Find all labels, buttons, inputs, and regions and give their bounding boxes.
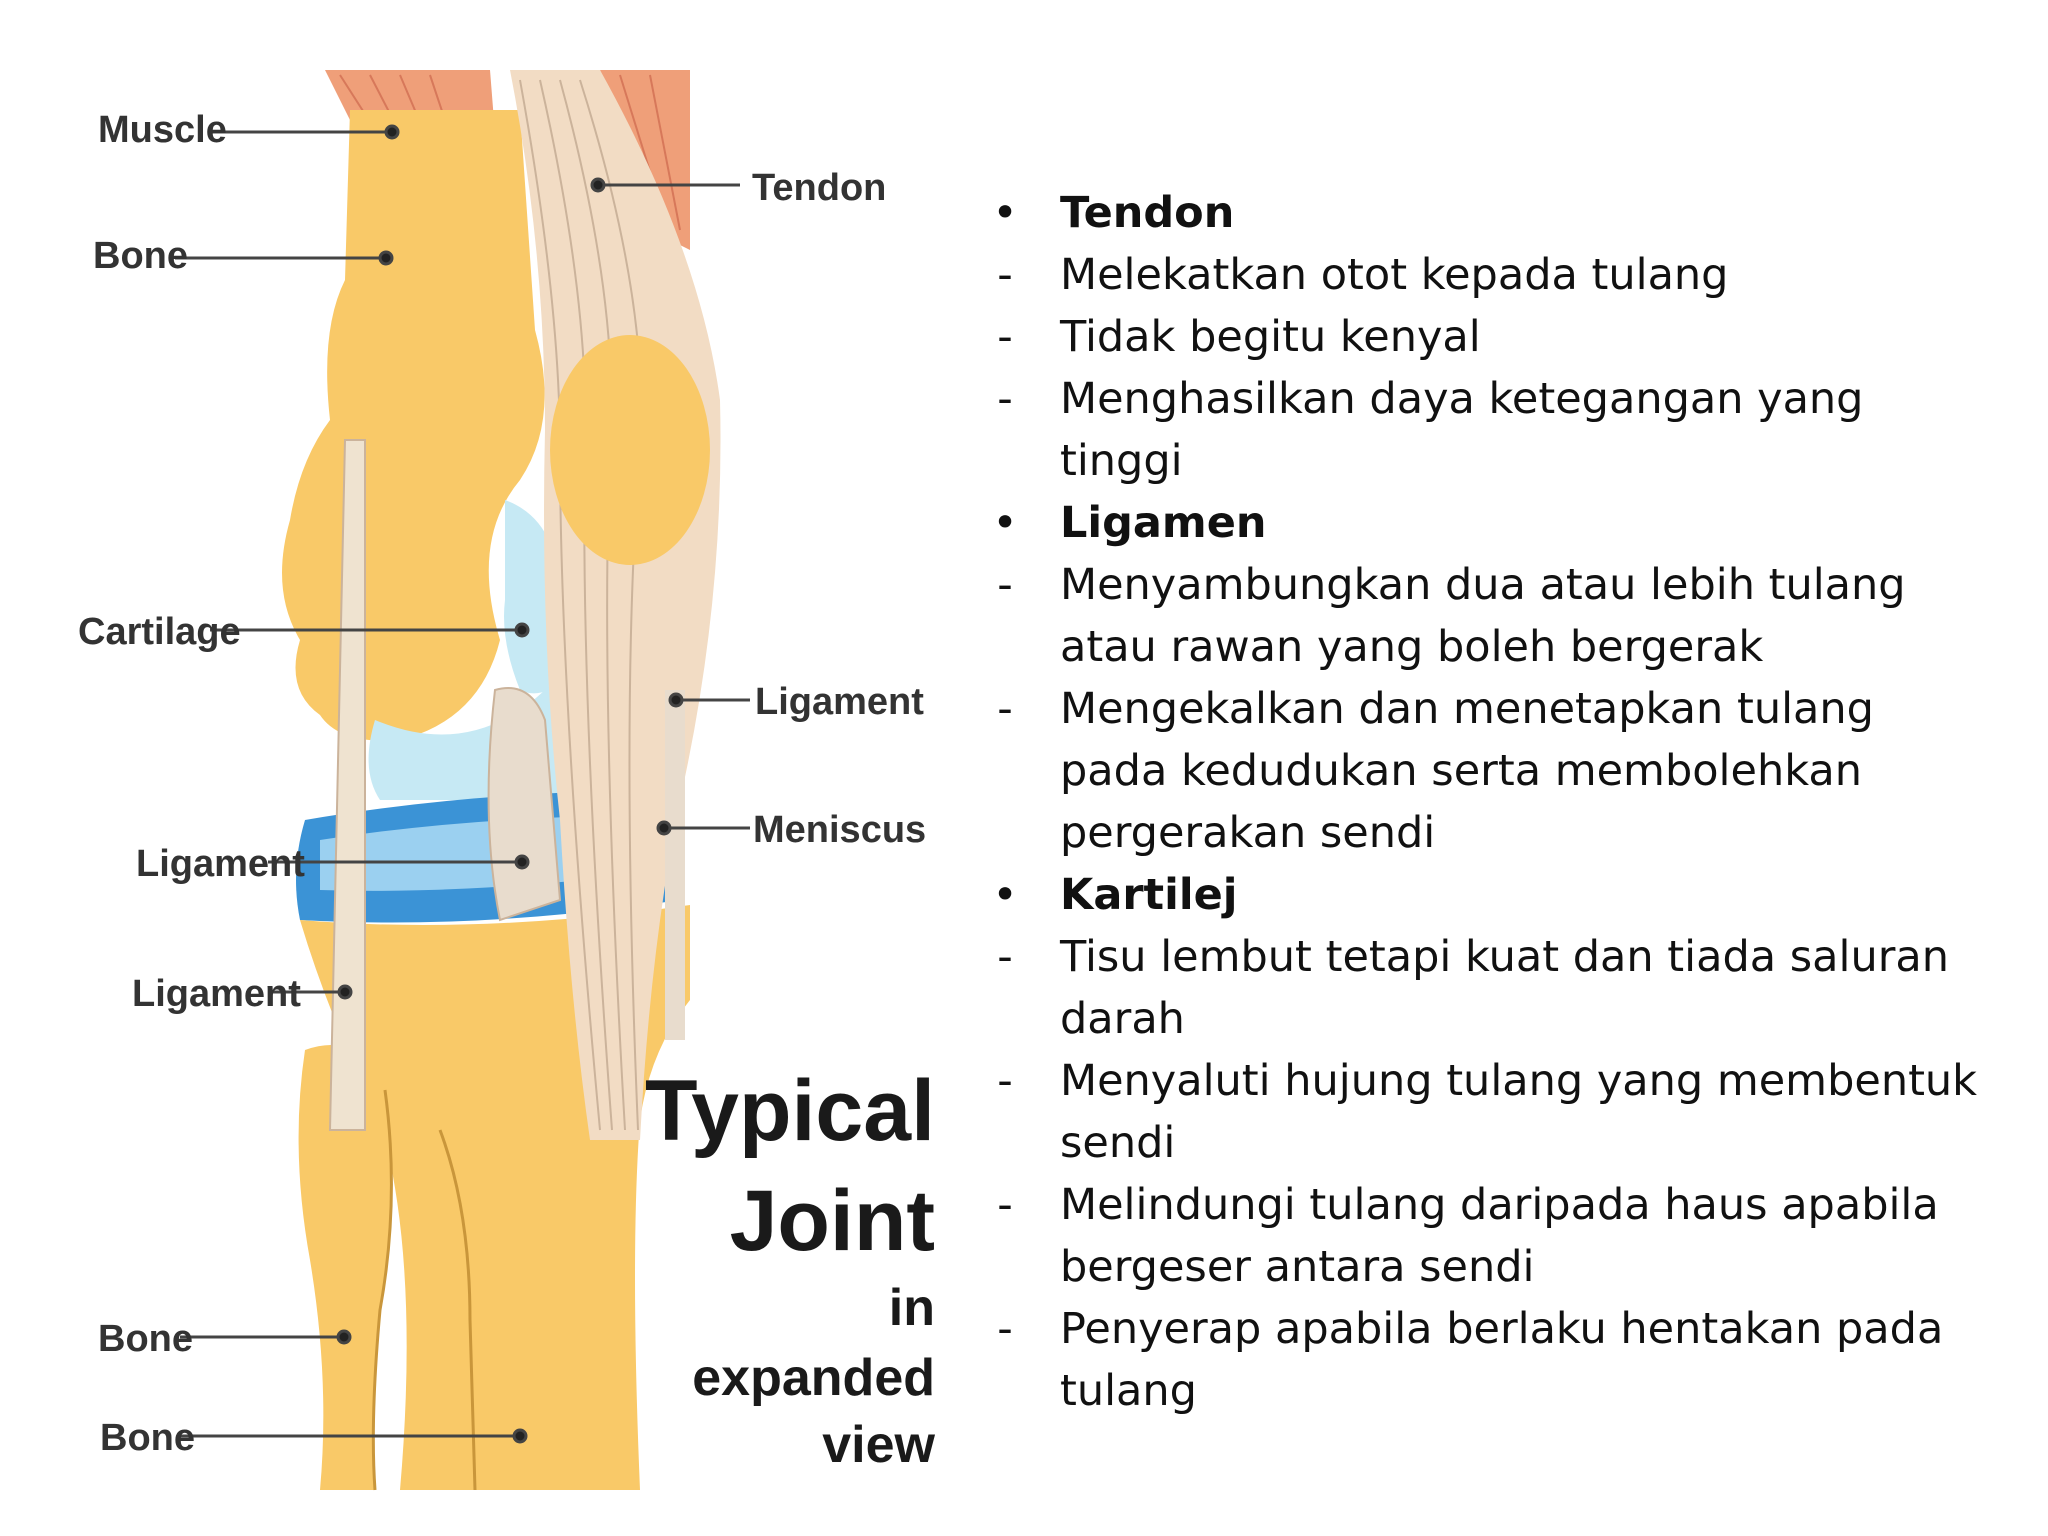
notes-point: -Tidak begitu kenyal [990,306,1990,368]
dash-marker: - [997,312,1013,362]
notes-item-text: Melindungi tulang daripada haus apabila … [1060,1180,1939,1292]
tendon-shape [510,70,721,1140]
notes-item-text: Menghasilkan daya ketegangan yang tinggi [1060,374,1864,486]
notes-point: -Menghasilkan daya ketegangan yang tingg… [990,368,1990,492]
notes-item-text: Tidak begitu kenyal [1060,312,1481,362]
label-bone-lower-left: Bone [98,1318,193,1360]
label-ligament-right: Ligament [755,681,924,723]
label-bone-upper: Bone [93,235,188,277]
label-bone-lower: Bone [100,1417,195,1459]
notes-item-text: Penyerap apabila berlaku hentakan pada t… [1060,1304,1944,1416]
notes-item-text: Tendon [1060,188,1235,238]
caption-line-1: Typical [645,1063,935,1159]
notes-heading: • Kartilej [990,864,1990,926]
notes-item-text: Ligamen [1060,498,1267,548]
notes-heading: • Ligamen [990,492,1990,554]
dash-marker: - [997,1180,1013,1230]
bullet-marker: • [992,870,1018,920]
caption-line-4: expanded [692,1349,935,1407]
notes-item-text: Menyaluti hujung tulang yang membentuk s… [1060,1056,1978,1168]
dash-marker: - [997,560,1013,610]
caption-line-3: in [889,1279,935,1337]
caption-line-2: Joint [730,1173,935,1269]
patella [550,335,710,565]
fibula-bone [298,1045,392,1490]
diagram-labels: Muscle Bone Tendon Cartilage Ligament Me… [78,109,926,1459]
dash-marker: - [997,932,1013,982]
notes-point: -Menyaluti hujung tulang yang membentuk … [990,1050,1990,1174]
collateral-ligament [328,439,366,1131]
label-meniscus: Meniscus [753,809,926,851]
diagram-pointers [175,124,750,1444]
notes-point: -Melindungi tulang daripada haus apabila… [990,1174,1990,1298]
caption-line-5: view [822,1416,935,1474]
label-cartilage: Cartilage [78,611,241,653]
notes-list: •Tendon-Melekatkan otot kepada tulang-Ti… [990,182,1990,1422]
bullet-marker: • [992,188,1018,238]
notes-item-text: Kartilej [1060,870,1238,920]
lateral-ligament [665,690,685,1040]
notes-point: -Tisu lembut tetapi kuat dan tiada salur… [990,926,1990,1050]
notes-point: -Penyerap apabila berlaku hentakan pada … [990,1298,1990,1422]
knee-illustration [282,70,721,1491]
notes-point: -Melekatkan otot kepada tulang [990,244,1990,306]
notes-point: -Mengekalkan dan menetapkan tulang pada … [990,678,1990,864]
notes-item-text: Mengekalkan dan menetapkan tulang pada k… [1060,684,1874,858]
tibia-ridge [438,1129,477,1491]
dash-marker: - [997,1056,1013,1106]
label-ligament-left-upper: Ligament [136,843,305,885]
notes-heading: • Tendon [990,182,1990,244]
label-tendon: Tendon [752,167,886,209]
notes-item-text: Menyambungkan dua atau lebih tulang atau… [1060,560,1906,672]
label-muscle: Muscle [98,109,227,151]
notes-point: -Menyambungkan dua atau lebih tulang ata… [990,554,1990,678]
femur-bone [282,110,545,741]
fibula-outline [371,1089,393,1491]
dash-marker: - [997,1304,1013,1354]
dash-marker: - [997,250,1013,300]
diagram-caption: Typical Joint in expanded view [645,1063,936,1474]
bullet-marker: • [992,498,1018,548]
notes-item-text: Tisu lembut tetapi kuat dan tiada salura… [1060,932,1949,1044]
label-ligament-left-lower: Ligament [132,973,301,1015]
knee-joint-diagram: Muscle Bone Tendon Cartilage Ligament Me… [78,70,936,1491]
dash-marker: - [997,374,1013,424]
notes-item-text: Melekatkan otot kepada tulang [1060,250,1729,300]
dash-marker: - [997,684,1013,734]
